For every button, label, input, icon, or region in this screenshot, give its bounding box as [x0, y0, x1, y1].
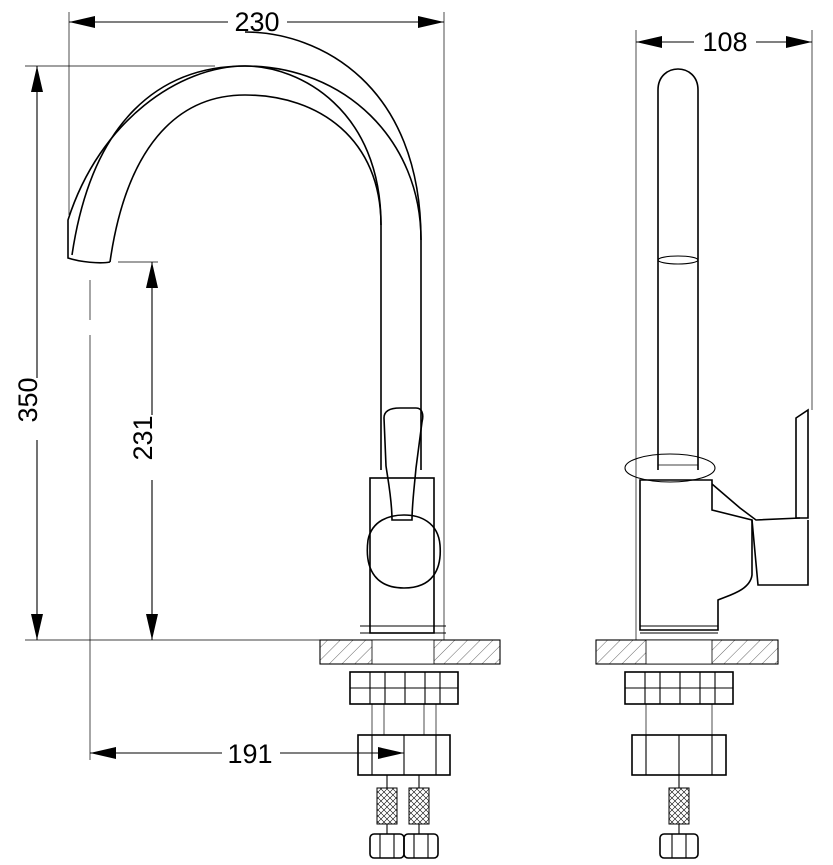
front-spout — [67, 31, 422, 470]
dimension-spout-reach: 191 — [89, 280, 404, 769]
side-body — [639, 408, 809, 634]
side-countertop — [595, 639, 779, 665]
front-mounting-nut — [357, 734, 451, 776]
front-lock-nut — [349, 671, 459, 735]
side-depth-label: 108 — [702, 27, 747, 57]
overall-height-label: 350 — [13, 377, 43, 422]
dimension-overall-height: 350 — [13, 65, 320, 641]
dimension-overall-width: 230 — [68, 7, 445, 640]
side-view: 108 — [595, 27, 813, 859]
dimension-spout-clearance: 231 — [118, 261, 158, 640]
front-countertop — [319, 639, 501, 665]
side-lock-nut — [624, 671, 734, 735]
spout-clearance-label: 231 — [128, 415, 158, 460]
front-body — [360, 407, 446, 634]
spout-reach-label: 191 — [227, 739, 272, 769]
side-spout — [624, 68, 716, 483]
front-view: 230 350 231 191 — [13, 7, 501, 859]
side-mounting-nut — [631, 734, 727, 776]
side-supply-hose — [659, 775, 699, 859]
dimension-side-depth: 108 — [635, 27, 813, 640]
front-supply-hoses — [369, 775, 439, 859]
